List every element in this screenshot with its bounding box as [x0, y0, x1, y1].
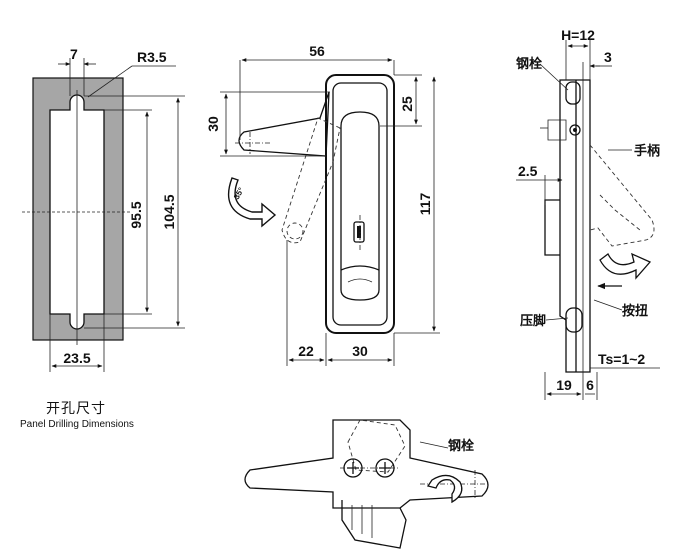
keyhole — [353, 221, 365, 243]
cutout-radius-dim: R3.5 — [137, 49, 167, 65]
press-foot — [565, 307, 583, 333]
side-handle-dashed — [589, 144, 655, 247]
bottom-rotation-arrow-icon — [426, 474, 463, 504]
ts-dim: Ts=1~2 — [598, 351, 645, 367]
cutout-caption-en: Panel Drilling Dimensions — [20, 419, 134, 430]
side-view: H=12 3 钢栓 手柄 2.5 按扭 压脚 Ts=1~2 19 6 — [516, 27, 660, 400]
steel-bolt-label: 钢栓 — [516, 56, 542, 72]
bottom-view: 钢栓 — [244, 419, 490, 549]
side-body — [544, 79, 591, 373]
front-height-dim: 117 — [417, 192, 433, 215]
lock-handle-slot — [340, 111, 380, 301]
handle-raised — [238, 91, 330, 157]
press-button-label: 按扭 — [622, 303, 648, 319]
rotation-arrow-icon — [227, 177, 277, 228]
side-2-5-dim: 2.5 — [518, 163, 538, 179]
lock-body-outline — [325, 74, 395, 334]
panel-cutout-view: 7 R3.5 95.5 104.5 23.5 — [22, 46, 185, 372]
cutout-width-dim: 7 — [70, 46, 78, 62]
press-foot-label: 压脚 — [520, 313, 546, 329]
left-offset-dim: 22 — [298, 343, 314, 359]
bottom-foot — [341, 500, 407, 549]
cutout-inner-height-dim: 95.5 — [128, 201, 144, 228]
bottom-handle — [244, 419, 489, 509]
side-6-dim: 6 — [586, 377, 594, 393]
handle-drop-dim: 30 — [205, 116, 221, 132]
cutout-bottom-width-dim: 23.5 — [63, 350, 90, 366]
side-rotation-arrow-icon — [599, 252, 652, 280]
front-width-dim: 56 — [309, 43, 325, 59]
body-width-dim: 30 — [352, 343, 368, 359]
side-h-dim: H=12 — [561, 27, 595, 43]
side-3-dim: 3 — [604, 49, 612, 65]
cutout-caption-cn: 开孔尺寸 — [46, 401, 106, 417]
handle-label: 手柄 — [634, 143, 660, 159]
cutout-outer-height-dim: 104.5 — [161, 194, 177, 229]
top-offset-dim: 25 — [399, 96, 415, 112]
side-19-dim: 19 — [556, 377, 572, 393]
front-view: 35° 56 30 25 117 22 30 — [205, 43, 440, 366]
bottom-steel-bolt-label: 钢栓 — [448, 438, 474, 454]
steel-bolt-top — [565, 81, 581, 105]
handle-rotated-outline — [281, 117, 341, 244]
